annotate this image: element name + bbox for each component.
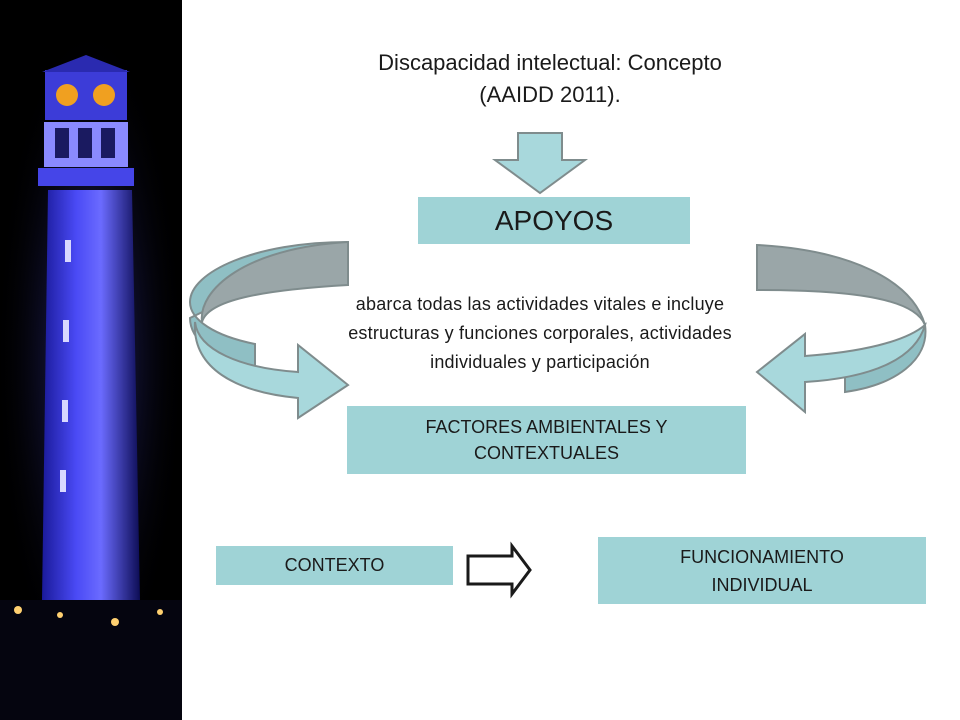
apoyos-box: APOYOS	[418, 197, 690, 244]
page-title-line1: Discapacidad intelectual: Concepto	[378, 50, 722, 75]
right-arrow-icon	[466, 541, 532, 599]
page-title-line2: (AAIDD 2011).	[479, 82, 621, 107]
down-arrow-icon	[491, 132, 589, 195]
factores-label-line1: FACTORES AMBIENTALES Y	[425, 417, 668, 437]
left-curve-arrow-icon	[193, 321, 350, 420]
tower-shaft	[42, 190, 140, 600]
description-line1: abarca todas las actividades vitales e i…	[355, 294, 725, 314]
contexto-label: CONTEXTO	[284, 555, 385, 575]
funcionamiento-label-line2: INDIVIDUAL	[711, 574, 813, 595]
description-line2: estructuras y funciones corporales, acti…	[348, 323, 732, 343]
apoyos-label: APOYOS	[494, 204, 614, 236]
factores-box: FACTORES AMBIENTALES Y CONTEXTUALES	[347, 406, 746, 474]
contexto-box: CONTEXTO	[216, 546, 453, 585]
funcionamiento-box: FUNCIONAMIENTO INDIVIDUAL	[598, 537, 926, 604]
description-line3: individuales y participación	[430, 352, 650, 372]
clock-face-right-icon	[93, 84, 115, 106]
clock-face-left-icon	[56, 84, 78, 106]
description-text: abarca todas las actividades vitales e i…	[270, 290, 810, 377]
clock-tower-photo	[0, 0, 182, 720]
left-curve-top	[200, 240, 349, 323]
right-curve-arrow-icon	[755, 322, 927, 415]
funcionamiento-label-line1: FUNCIONAMIENTO	[680, 546, 844, 567]
factores-label-line2: CONTEXTUALES	[473, 443, 620, 463]
